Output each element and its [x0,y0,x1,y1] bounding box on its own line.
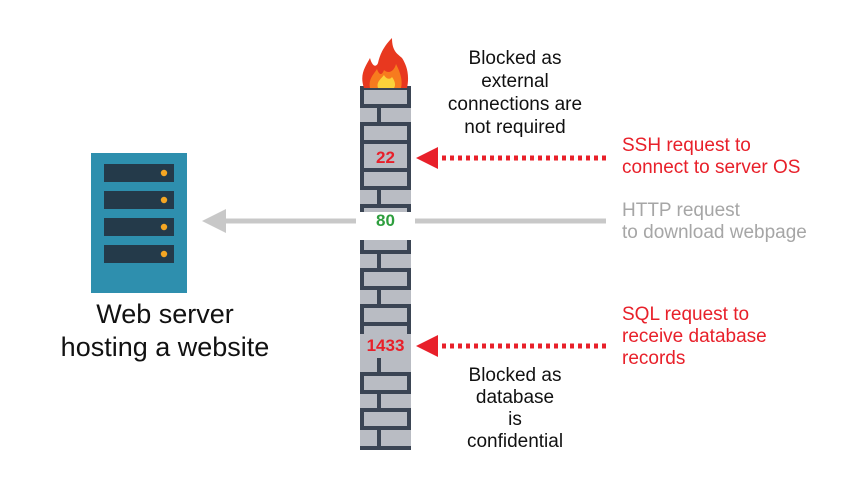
sql-request-label: SQL request to receive database records [622,304,767,370]
server-icon [91,153,187,293]
sql-blocked-note: Blocked as database is confidential [440,365,590,453]
port-22-label: 22 [376,148,395,167]
server-caption-line: hosting a website [60,332,270,362]
server-caption: Web server hosting a website [40,298,290,364]
request-line: receive database [622,326,767,347]
ssh-blocked-arrow [416,147,606,169]
request-line: to download webpage [622,222,807,243]
port-80-label: 80 [376,211,395,230]
note-line: Blocked as [468,365,562,386]
server-caption-line: Web server [96,299,234,329]
note-line: not required [464,117,566,138]
http-request-label: HTTP request to download webpage [622,200,807,244]
fire-icon [362,38,409,88]
ssh-request-label: SSH request to connect to server OS [622,135,800,179]
request-line: connect to server OS [622,157,801,178]
sql-blocked-arrow [416,335,606,357]
note-line: connections are [447,94,583,115]
port-1433-label: 1433 [366,336,405,355]
request-line: HTTP request [622,200,740,221]
note-line: confidential [466,431,564,452]
ssh-blocked-note: Blocked as external connections are not … [425,47,605,139]
request-line: SQL request to [622,304,750,325]
note-line: external [481,71,549,92]
note-line: is [508,409,522,430]
note-line: database [475,387,555,408]
request-line: SSH request to [622,135,751,156]
note-line: Blocked as [468,48,562,69]
request-line: records [622,348,686,369]
firewall-wall [356,86,415,450]
